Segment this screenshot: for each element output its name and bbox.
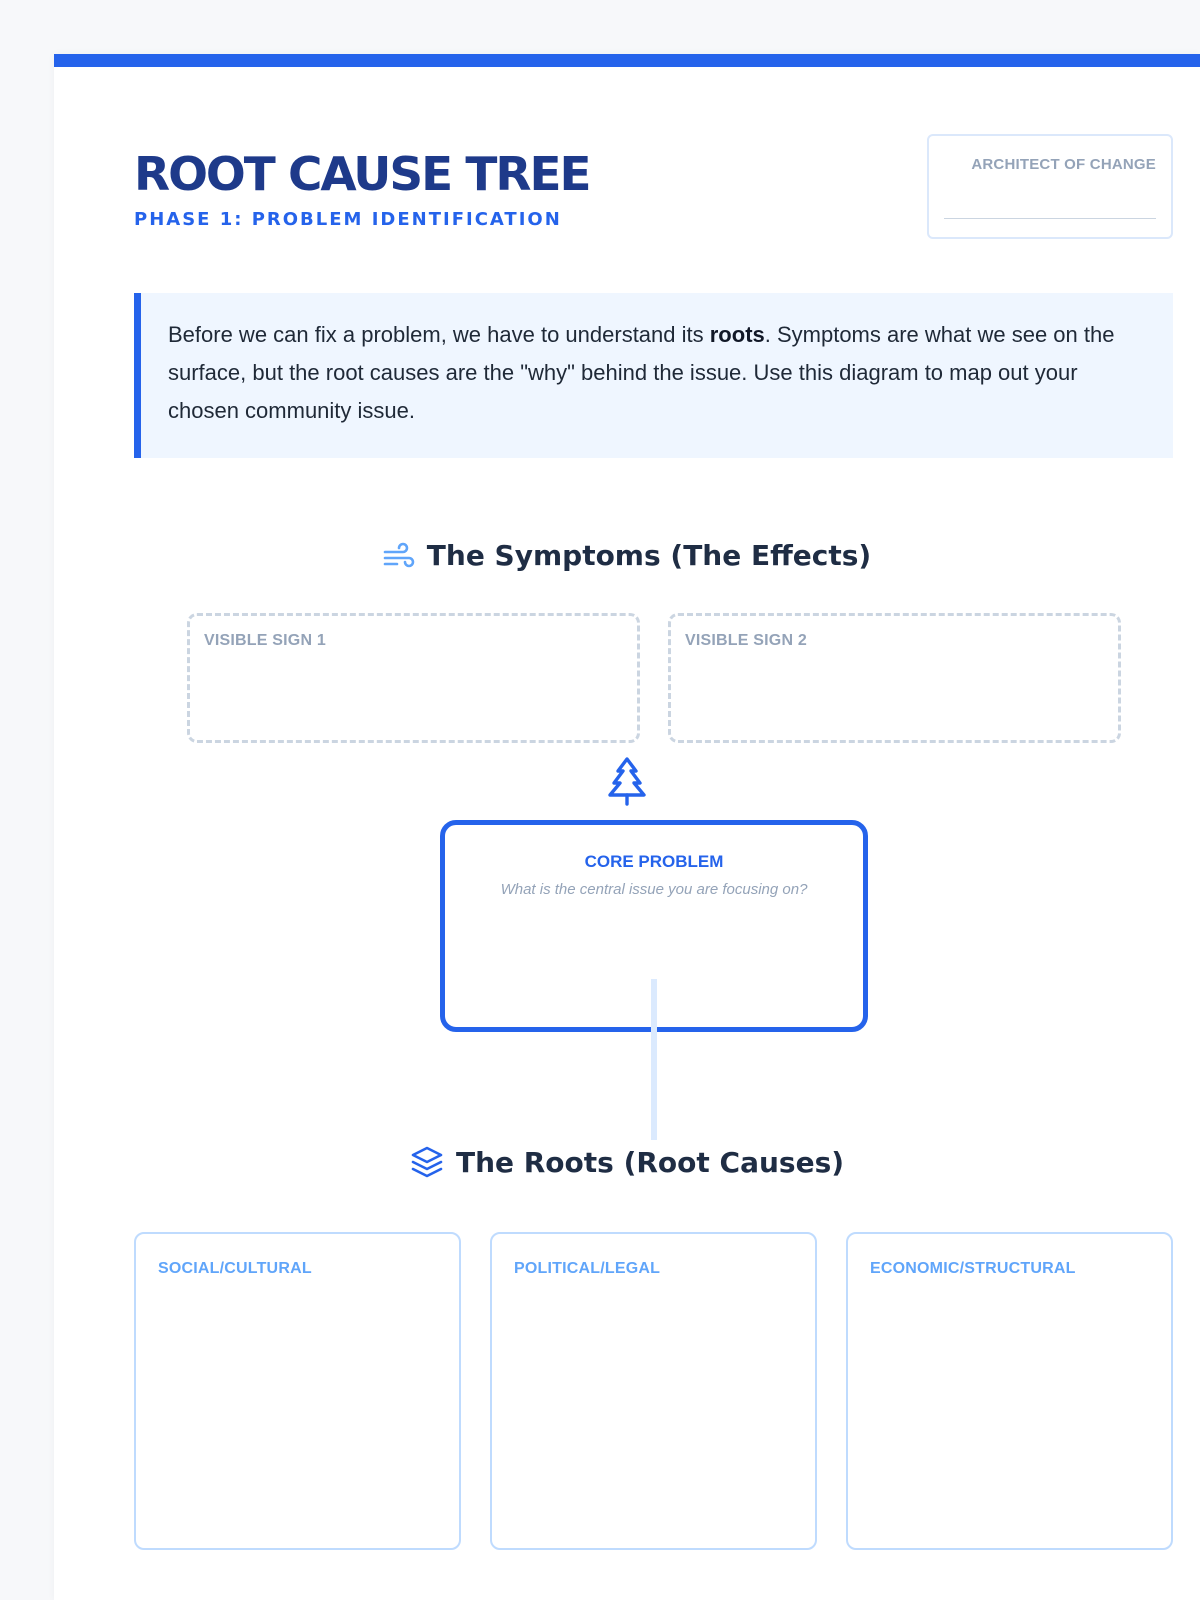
architect-name-field[interactable]: ARCHITECT OF CHANGE	[927, 134, 1173, 239]
root-cause-economic-box[interactable]: ECONOMIC/STRUCTURAL	[846, 1232, 1173, 1550]
layers-icon	[410, 1145, 444, 1179]
roots-heading: The Roots (Root Causes)	[54, 1145, 1200, 1179]
visible-sign-1-box[interactable]: VISIBLE SIGN 1	[187, 613, 640, 743]
core-problem-label: CORE PROBLEM	[584, 852, 724, 871]
root-cause-political-box[interactable]: POLITICAL/LEGAL	[490, 1232, 817, 1550]
intro-callout: Before we can fix a problem, we have to …	[134, 293, 1173, 458]
root-cause-political-label: POLITICAL/LEGAL	[514, 1260, 661, 1277]
intro-text-end: . Symptoms are what we see on the surfac…	[168, 322, 1115, 423]
page-subtitle: PHASE 1: PROBLEM IDENTIFICATION	[134, 209, 562, 230]
visible-sign-2-label: VISIBLE SIGN 2	[685, 632, 807, 649]
visible-sign-1-label: VISIBLE SIGN 1	[204, 632, 326, 649]
root-cause-economic-label: ECONOMIC/STRUCTURAL	[870, 1260, 1076, 1277]
architect-label: ARCHITECT OF CHANGE	[971, 156, 1156, 173]
root-cause-social-label: SOCIAL/CULTURAL	[158, 1260, 312, 1277]
visible-sign-2-box[interactable]: VISIBLE SIGN 2	[668, 613, 1121, 743]
page-title: ROOT CAUSE TREE	[134, 147, 591, 201]
architect-write-line	[944, 218, 1156, 219]
worksheet-page: ROOT CAUSE TREE PHASE 1: PROBLEM IDENTIF…	[54, 54, 1200, 1600]
symptoms-heading-text: The Symptoms (The Effects)	[426, 539, 872, 572]
wind-icon	[383, 542, 415, 570]
tree-trunk-connector	[651, 979, 657, 1140]
intro-bold-word: roots	[709, 322, 765, 347]
symptoms-heading: The Symptoms (The Effects)	[54, 539, 1200, 572]
root-cause-social-box[interactable]: SOCIAL/CULTURAL	[134, 1232, 461, 1550]
intro-text-start: Before we can fix a problem, we have to …	[168, 322, 710, 347]
roots-heading-text: The Roots (Root Causes)	[455, 1145, 845, 1179]
core-problem-hint: What is the central issue you are focusi…	[500, 881, 808, 898]
tree-icon	[606, 756, 648, 811]
